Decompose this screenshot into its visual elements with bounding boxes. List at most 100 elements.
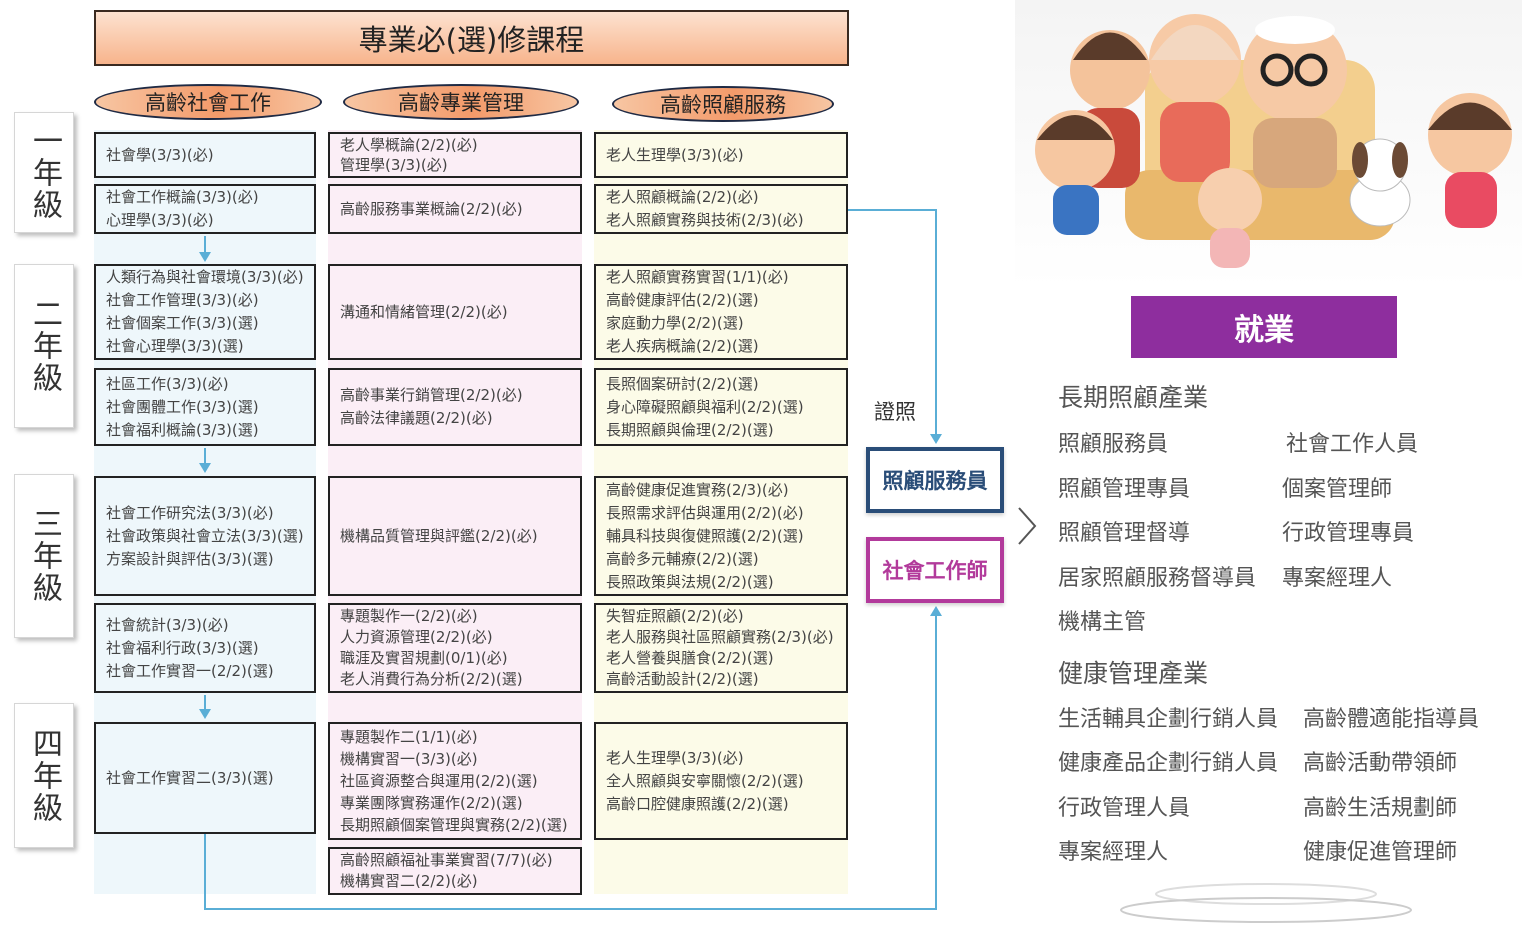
section-title-health: 健康管理產業 [1058,659,1209,688]
course-name: 長照個案研討(2/2)(選) [606,374,759,393]
course-name: 社會統計(3/3)(必) [106,615,229,634]
job-item: 照顧服務員 [1058,432,1169,457]
course-name: 人力資源管理(2/2)(必) [340,628,493,646]
course-name: 機構實習一(3/3)(必) [340,750,478,768]
course-name: 長照政策與法規(2/2)(選) [606,572,774,591]
course-name: 長期照顧個案管理與實務(2/2)(選) [340,816,568,834]
course-name: 高齡健康評估(2/2)(選) [606,291,759,309]
column-header-social-work: 高齡社會工作 [94,84,322,120]
course-name: 專業團隊實務運作(2/2)(選) [340,794,523,812]
job-item: 健康促進管理師 [1303,840,1458,865]
job-item: 專案經理人 [1058,840,1169,865]
chevron-right-icon [1018,507,1037,545]
course-box: 社會工作研究法(3/3)(必)社會政策與社會立法(3/3)(選)方案設計與評估(… [94,476,316,596]
course-name: 高齡事業行銷管理(2/2)(必) [340,386,523,404]
course-name: 社區工作(3/3)(必) [106,374,229,393]
course-name: 全人照顧與安寧關懷(2/2)(選) [606,771,804,790]
down-arrow-icon [199,463,211,473]
course-name: 老人服務與社區照顧實務(2/3)(必) [606,628,834,646]
down-arrow-icon [199,709,211,719]
year-label-1: 一年級 [14,112,74,233]
course-name: 老人營養與膳食(2/2)(選) [606,649,774,667]
course-name: 高齡法律議題(2/2)(必) [340,409,493,427]
course-name: 老人疾病概論(2/2)(選) [606,337,759,355]
column-header-care: 高齡照顧服務 [612,86,834,122]
course-name: 社區資源整合與運用(2/2)(選) [340,772,538,790]
year-label-3: 三年級 [14,474,74,638]
course-name: 社會團體工作(3/3)(選) [106,397,259,416]
certification-label: 證照 [874,400,916,424]
course-box: 老人照顧概論(2/2)(必)老人照顧實務與技術(2/3)(必) [594,184,848,234]
course-name: 身心障礙照顧與福利(2/2)(選) [606,397,804,416]
course-name: 高齡口腔健康照護(2/2)(選) [606,794,789,813]
down-arrow-icon [199,252,211,262]
course-box: 社會工作概論(3/3)(必) 心理學(3/3)(必) [94,184,316,234]
course-name: 社會工作概論(3/3)(必) [106,188,259,206]
job-item: 照顧管理督導 [1058,521,1191,546]
course-box: 社區工作(3/3)(必) 社會團體工作(3/3)(選) 社會福利概論(3/3)(選) [94,368,316,446]
job-item: 機構主管 [1058,610,1147,635]
course-name: 老人生理學(3/3)(必) [606,748,744,767]
course-box: 老人學概論(2/2)(必) 管理學(3/3)(必) [328,132,582,178]
column-header-management: 高齡專業管理 [343,84,579,120]
course-name: 方案設計與評估(3/3)(選) [106,549,274,568]
course-name: 溝通和情緒管理(2/2)(必) [340,302,508,321]
job-item: 社會工作人員 [1286,432,1419,457]
course-name: 老人照顧實務實習(1/1)(必) [606,268,789,286]
course-name: 機構品質管理與評鑑(2/2)(必) [340,526,538,545]
course-name: 社會學(3/3)(必) [106,145,214,164]
course-name: 失智症照顧(2/2)(必) [606,607,744,625]
course-box: 長照個案研討(2/2)(選) 身心障礙照顧與福利(2/2)(選) 長期照顧與倫理(2… [594,368,848,446]
course-box: 高齡事業行銷管理(2/2)(必) 高齡法律議題(2/2)(必) [328,368,582,446]
course-name: 社會工作實習二(3/3)(選) [106,768,274,787]
course-box: 專題製作二(1/1)(必)機構實習一(3/3)(必)社區資源整合與運用(2/2)… [328,722,582,840]
certificate-care-worker: 照顧服務員 [866,447,1004,513]
course-box: 社會學(3/3)(必) [94,132,316,178]
job-item: 高齡活動帶領師 [1303,751,1458,776]
year-label-2: 二年級 [14,264,74,428]
course-name: 高齡多元輔療(2/2)(選) [606,549,759,568]
course-name: 社會工作管理(3/3)(必) [106,291,259,309]
course-name: 長照需求評估與運用(2/2)(必) [606,503,804,522]
curriculum-title: 專業必(選)修課程 [94,10,849,66]
flow-line [935,209,937,435]
flow-line [204,448,206,464]
job-item: 行政管理專員 [1282,521,1415,546]
course-box: 失智症照顧(2/2)(必) 老人服務與社區照顧實務(2/3)(必) 老人營養與膳食(… [594,603,848,693]
care-column-bg [594,130,848,894]
course-name: 長期照顧與倫理(2/2)(選) [606,420,774,439]
course-name: 心理學(3/3)(必) [106,211,214,229]
course-box: 高齡服務事業概論(2/2)(必) [328,184,582,234]
course-name: 社會福利概論(3/3)(選) [106,420,259,439]
job-item: 專案經理人 [1282,566,1393,591]
flow-line [204,834,206,910]
course-name: 老人學概論(2/2)(必) [340,136,478,154]
course-name: 人類行為與社會環境(3/3)(必) [106,268,304,286]
management-column-bg [328,130,582,894]
job-item: 健康產品企劃行銷人員 [1058,751,1279,776]
course-box: 溝通和情緒管理(2/2)(必) [328,264,582,360]
course-box: 高齡照顧福祉事業實習(7/7)(必)機構實習二(2/2)(必) [328,847,582,895]
course-box: 機構品質管理與評鑑(2/2)(必) [328,476,582,596]
course-name: 老人消費行為分析(2/2)(選) [340,670,523,688]
up-arrow-icon [930,606,942,616]
course-name: 高齡照顧福祉事業實習(7/7)(必) [340,851,553,869]
flow-line [204,695,206,709]
course-name: 管理學(3/3)(必) [340,156,448,174]
course-box: 專題製作一(2/2)(必)人力資源管理(2/2)(必)職涯及實習規劃(0/1)(… [328,603,582,693]
course-name: 社會政策與社會立法(3/3)(選) [106,526,304,545]
course-name: 社會工作實習一(2/2)(選) [106,661,274,680]
course-name: 老人照顧概論(2/2)(必) [606,188,759,206]
course-box: 社會工作實習二(3/3)(選) [94,722,316,834]
course-name: 高齡活動設計(2/2)(選) [606,670,759,688]
course-box: 人類行為與社會環境(3/3)(必) 社會工作管理(3/3)(必) 社會個案工作(3/… [94,264,316,360]
course-box: 高齡健康促進實務(2/3)(必)長照需求評估與運用(2/2)(必)輔具科技與復健… [594,476,848,596]
year-label-4: 四年級 [14,703,74,848]
course-name: 社會個案工作(3/3)(選) [106,314,259,332]
course-name: 專題製作一(2/2)(必) [340,607,478,625]
flow-line [848,209,936,211]
job-item: 居家照顧服務督導員 [1058,566,1257,591]
course-name: 老人生理學(3/3)(必) [606,145,744,164]
course-box: 老人照顧實務實習(1/1)(必)高齡健康評估(2/2)(選)家庭動力學(2/2)… [594,264,848,360]
employment-title: 就業 [1131,296,1397,358]
